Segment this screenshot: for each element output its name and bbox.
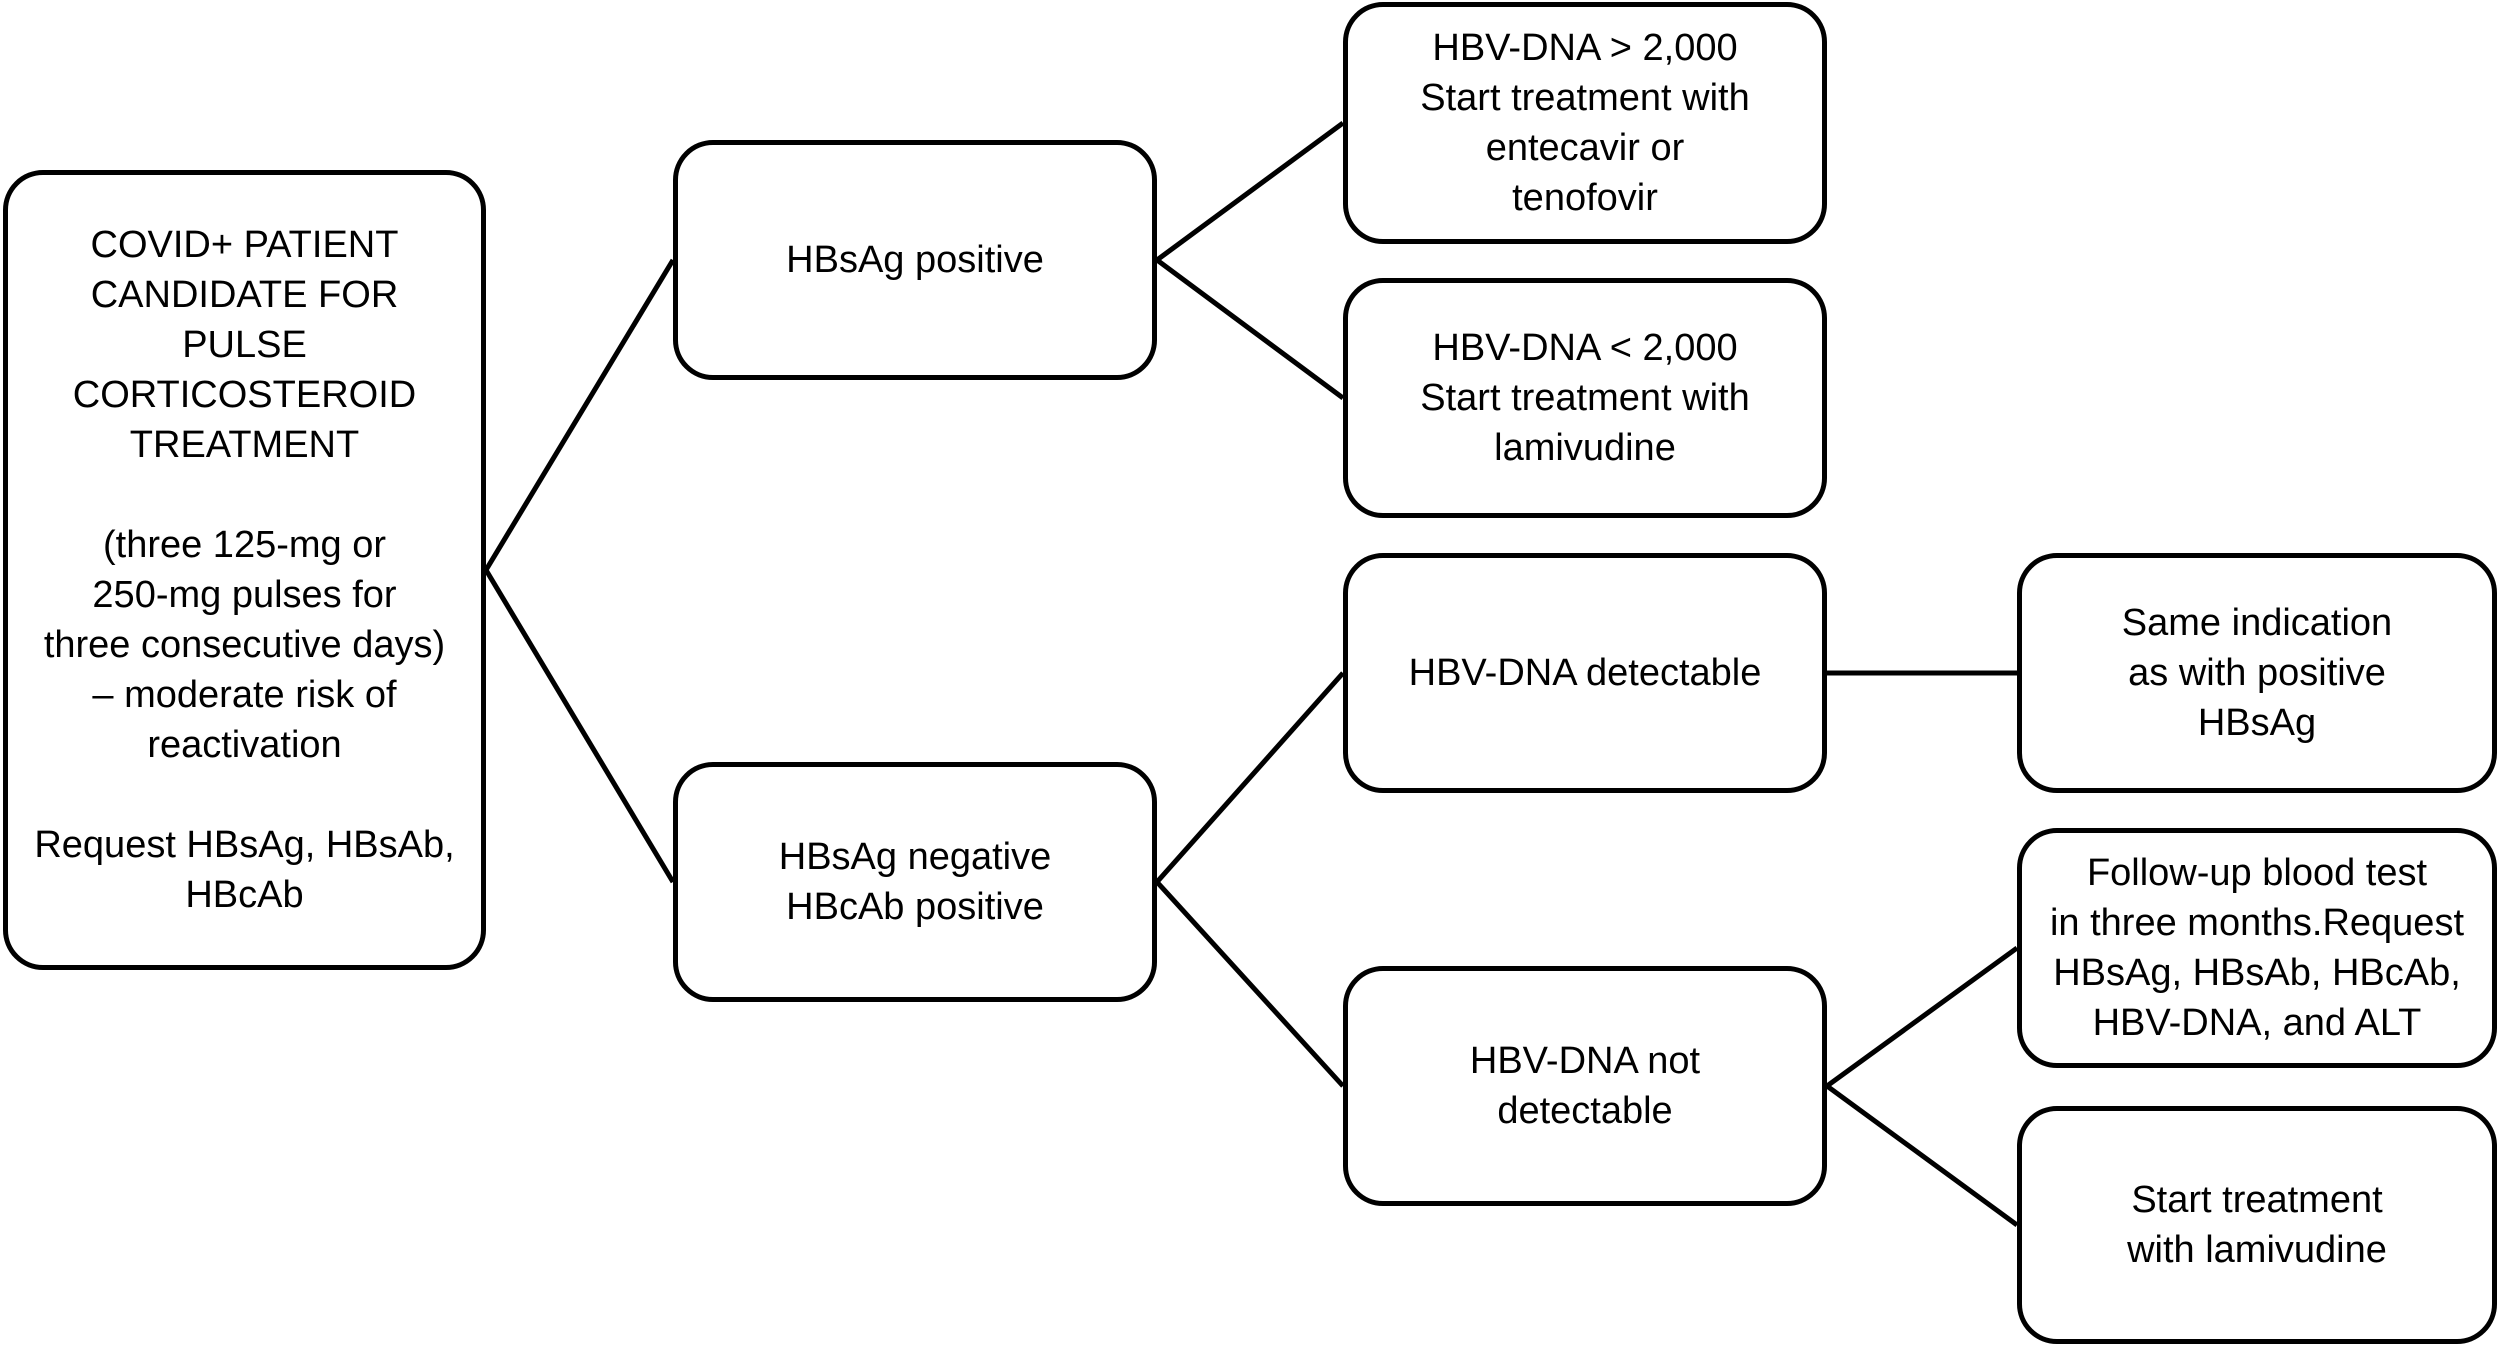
- node-text-line: HBV-DNA, and ALT: [2092, 1002, 2422, 1044]
- node-hbsag-positive-text: HBsAg positive: [786, 235, 1044, 285]
- node-text-line: HBV-DNA not: [1469, 1040, 1701, 1082]
- node-text-line: (three 125-mg or: [102, 524, 386, 566]
- node-text-line: CORTICOSTEROID: [72, 374, 417, 416]
- node-spacer: [34, 470, 454, 520]
- connector-hbsag_negative-to-dna_detectable: [1155, 671, 1345, 884]
- connector-dna_not_detectable-to-followup: [1825, 945, 2019, 1089]
- node-covid-patient-text: COVID+ PATIENT CANDIDATE FOR PULSE CORTICOS…: [34, 220, 454, 920]
- node-text-line: COVID+ PATIENT: [90, 224, 399, 266]
- node-hbsag-positive: HBsAg positive: [673, 140, 1157, 380]
- node-text-line: as with positive: [2128, 652, 2386, 694]
- node-follow-up-blood-test: Follow-up blood test in three months.Requ…: [2017, 828, 2497, 1068]
- node-start-lamivudine: Start treatment with lamivudine: [2017, 1106, 2497, 1344]
- node-text-line: HBV-DNA detectable: [1408, 652, 1762, 694]
- node-hbv-dna-detectable-text: HBV-DNA detectable: [1409, 648, 1762, 698]
- node-text-line: PULSE: [182, 324, 307, 366]
- node-text-line: reactivation: [147, 724, 342, 766]
- node-text-line: Follow-up blood test: [2086, 852, 2428, 894]
- node-start-lamivudine-text: Start treatment with lamivudine: [2127, 1175, 2387, 1275]
- node-text-line: in three months.Request: [2049, 902, 2464, 944]
- connector-dna_not_detectable-to-start_lamivudine: [1825, 1083, 2019, 1228]
- node-spacer: [34, 770, 454, 820]
- node-text-line: lamivudine: [1494, 427, 1676, 469]
- node-text-line: with lamivudine: [2127, 1229, 2387, 1271]
- node-text-line: entecavir or: [1485, 127, 1685, 169]
- connector-hbsag_positive-to-dna_gt_2000: [1155, 120, 1345, 263]
- node-follow-up-blood-test-text: Follow-up blood test in three months.Requ…: [2050, 848, 2464, 1048]
- node-text-line: detectable: [1497, 1090, 1673, 1132]
- node-text-line: HBsAg positive: [786, 239, 1044, 281]
- node-text-line: TREATMENT: [129, 424, 360, 466]
- node-text-line: Start treatment: [2131, 1179, 2383, 1221]
- node-text-line: tenofovir: [1512, 177, 1658, 219]
- node-hbv-dna-not-detectable: HBV-DNA not detectable: [1343, 966, 1827, 1206]
- node-covid-patient: COVID+ PATIENT CANDIDATE FOR PULSE CORTICOS…: [3, 170, 486, 970]
- node-text-line: HBcAb positive: [786, 886, 1044, 928]
- connector-hbsag_negative-to-dna_not_detectable: [1155, 880, 1345, 1088]
- node-text-line: 250-mg pulses for: [92, 574, 397, 616]
- node-text-line: Start treatment with: [1420, 77, 1750, 119]
- node-text-line: HBsAg negative: [778, 836, 1052, 878]
- node-hbv-dna-not-detectable-text: HBV-DNA not detectable: [1470, 1036, 1700, 1136]
- node-hbv-dna-detectable: HBV-DNA detectable: [1343, 553, 1827, 793]
- node-text-line: HBsAg: [2197, 702, 2317, 744]
- node-text-line: Start treatment with: [1420, 377, 1750, 419]
- connector-root-to-hbsag_negative: [483, 568, 676, 884]
- node-text-line: HBV-DNA < 2,000: [1432, 327, 1738, 369]
- connector-hbsag_positive-to-dna_lt_2000: [1155, 257, 1345, 401]
- connector-root-to-hbsag_positive: [483, 258, 676, 572]
- node-text-line: Request HBsAg, HBsAb,: [34, 824, 455, 866]
- node-text-line: three consecutive days): [43, 624, 446, 666]
- node-text-line: Same indication: [2121, 602, 2393, 644]
- node-text-line: HBcAb: [185, 874, 304, 916]
- node-text-line: HBsAg, HBsAb, HBcAb,: [2053, 952, 2461, 994]
- node-text-line: CANDIDATE FOR: [90, 274, 399, 316]
- node-text-line: – moderate risk of: [92, 674, 397, 716]
- node-text-line: HBV-DNA > 2,000: [1432, 27, 1738, 69]
